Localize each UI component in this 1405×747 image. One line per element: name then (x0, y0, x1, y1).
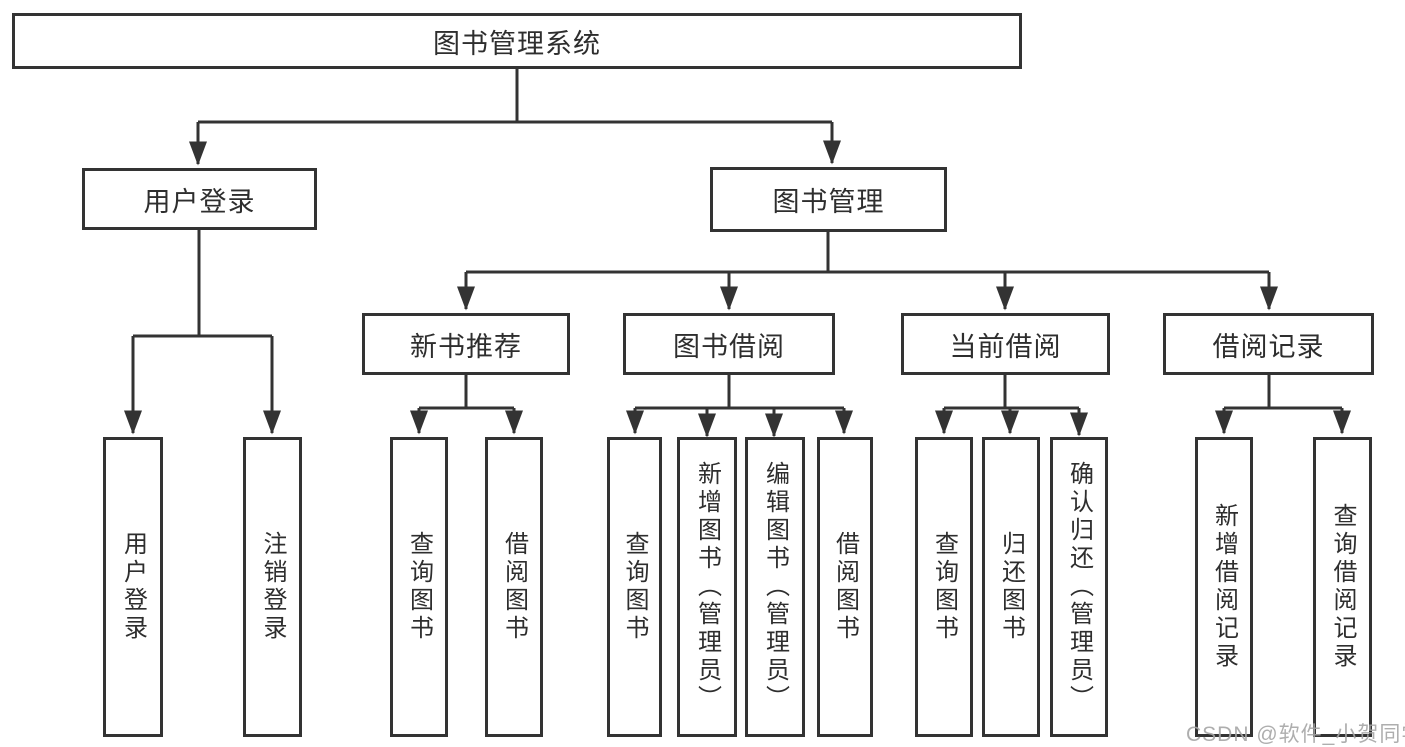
node-leaf-nb-query-books-label: 查询图书 (405, 531, 433, 643)
node-leaf-cb-return-books: 归还图书 (982, 437, 1040, 737)
node-current-borrow: 当前借阅 (901, 313, 1110, 375)
node-leaf-cb-return-books-label: 归还图书 (997, 531, 1025, 643)
edge-current-borrow-to-leaves (935, 375, 1088, 437)
edge-borrow-records-to-leaves (1215, 375, 1351, 435)
node-leaf-br-add-record-label: 新增借阅记录 (1210, 503, 1238, 671)
node-leaf-logout: 注销登录 (243, 437, 302, 737)
node-leaf-user-login-label: 用户登录 (119, 531, 147, 643)
edge-book-borrow-to-leaves (626, 375, 853, 438)
node-leaf-bb-edit-books-admin-label: 编辑图书（管理员） (761, 461, 789, 713)
node-leaf-cb-query-books-label: 查询图书 (930, 531, 958, 643)
node-user-login: 用户登录 (82, 168, 317, 230)
node-leaf-bb-borrow-books: 借阅图书 (817, 437, 873, 737)
node-leaf-bb-add-books-admin-label: 新增图书（管理员） (693, 461, 721, 713)
node-book-borrow: 图书借阅 (623, 313, 835, 375)
edge-new-book-rec-to-leaves (410, 375, 523, 435)
node-book-mgmt: 图书管理 (710, 167, 947, 232)
edge-user-login-to-leaves (124, 230, 281, 435)
node-leaf-user-login: 用户登录 (103, 437, 163, 737)
node-leaf-bb-query-books: 查询图书 (607, 437, 662, 737)
node-leaf-cb-confirm-return-admin: 确认归还（管理员） (1050, 437, 1108, 737)
node-leaf-cb-query-books: 查询图书 (915, 437, 973, 737)
node-leaf-br-query-record: 查询借阅记录 (1313, 437, 1372, 737)
node-leaf-br-query-record-label: 查询借阅记录 (1329, 503, 1356, 671)
node-book-mgmt-label: 图书管理 (772, 187, 885, 217)
node-leaf-logout-label: 注销登录 (259, 531, 286, 643)
edge-root-to-level2 (189, 69, 841, 166)
node-current-borrow-label: 当前借阅 (949, 331, 1062, 362)
node-root-label: 图书管理系统 (433, 28, 601, 59)
node-leaf-bb-query-books-label: 查询图书 (621, 531, 648, 643)
node-leaf-bb-add-books-admin: 新增图书（管理员） (677, 437, 737, 737)
node-leaf-nb-borrow-books-label: 借阅图书 (500, 531, 528, 643)
node-leaf-cb-confirm-return-admin-label: 确认归还（管理员） (1065, 461, 1093, 713)
node-new-book-rec: 新书推荐 (362, 313, 570, 375)
node-leaf-bb-edit-books-admin: 编辑图书（管理员） (745, 437, 805, 737)
node-user-login-label: 用户登录 (143, 186, 256, 217)
csdn-watermark: CSDN @软件_小贺同学 (1186, 723, 1405, 746)
node-borrow-records: 借阅记录 (1163, 313, 1374, 375)
node-leaf-br-add-record: 新增借阅记录 (1195, 437, 1253, 737)
edge-book-mgmt-to-level3 (457, 232, 1278, 311)
node-root: 图书管理系统 (12, 13, 1022, 69)
node-borrow-records-label: 借阅记录 (1212, 331, 1325, 362)
node-new-book-rec-label: 新书推荐 (410, 331, 522, 362)
node-leaf-bb-borrow-books-label: 借阅图书 (831, 531, 859, 643)
node-leaf-nb-query-books: 查询图书 (390, 437, 448, 737)
node-leaf-nb-borrow-books: 借阅图书 (485, 437, 543, 737)
node-book-borrow-label: 图书借阅 (673, 331, 785, 362)
